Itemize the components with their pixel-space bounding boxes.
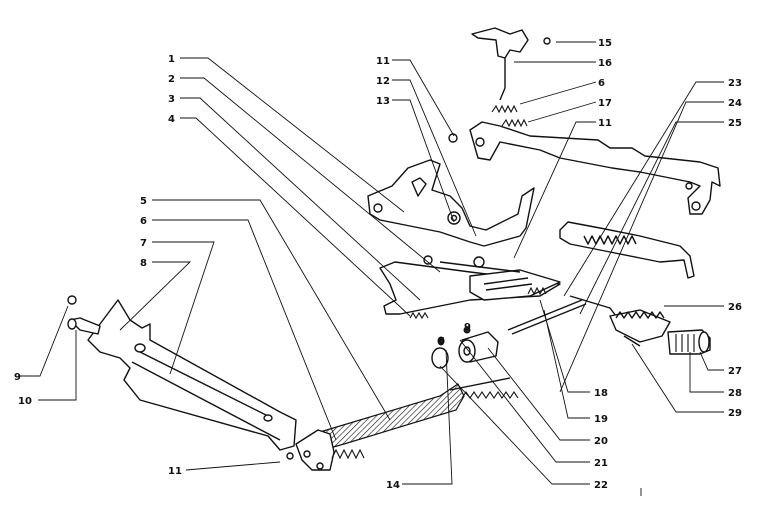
notched-rack-part: [559, 221, 695, 279]
callout-11-upper: 11: [376, 56, 390, 67]
callout-17: 17: [598, 98, 612, 109]
callout-4: 4: [168, 114, 175, 125]
callout-7: 7: [140, 238, 147, 249]
callout-25: 25: [728, 118, 742, 129]
callout-12: 12: [376, 76, 390, 87]
toothed-slider-part: [609, 309, 671, 343]
callout-28: 28: [728, 388, 742, 399]
lower-actuator-bar-part: [295, 377, 519, 471]
callout-23: 23: [728, 78, 742, 89]
callout-11-right: 11: [598, 118, 612, 129]
callout-15: 15: [598, 38, 612, 49]
callout-29: 29: [728, 408, 742, 419]
callout-18: 18: [594, 388, 608, 399]
leader-lines: [20, 41, 724, 485]
callout-26: 26: [728, 302, 742, 313]
slide-assembly-part: [379, 255, 561, 320]
callout-1: 1: [168, 54, 175, 65]
callout-6: 6: [140, 216, 147, 227]
callout-6-part: 6: [438, 336, 445, 347]
end-knob-part: [623, 329, 711, 355]
callout-2: 2: [168, 74, 175, 85]
callout-5: 5: [140, 196, 147, 207]
cylinder-part: [431, 326, 499, 369]
callout-6-top: 6: [598, 78, 605, 89]
top-bracket-part: [471, 27, 551, 101]
left-channel-frame-part: [67, 295, 297, 460]
upper-plate-part: [448, 121, 721, 215]
callout-16: 16: [598, 58, 612, 69]
callout-numbers: 1 2 3 4 5 6 7 8 9 10 11 11 12 13 14 15 1…: [14, 38, 742, 491]
callout-24: 24: [728, 98, 742, 109]
side-bracket-part: [367, 159, 535, 247]
callout-3: 3: [168, 94, 175, 105]
callout-9-part: 9: [464, 322, 471, 333]
callout-9: 9: [14, 372, 21, 383]
callout-8: 8: [140, 258, 147, 269]
callout-27: 27: [728, 366, 742, 377]
callout-19: 19: [594, 414, 608, 425]
callout-11-lower: 11: [168, 466, 182, 477]
guide-rods-part: [507, 295, 617, 335]
callout-10: 10: [18, 396, 32, 407]
callout-14: 14: [386, 480, 400, 491]
callout-22: 22: [594, 480, 608, 491]
small-spring-part: [491, 104, 528, 128]
callout-20: 20: [594, 436, 608, 447]
callout-21: 21: [594, 458, 608, 469]
callout-13: 13: [376, 96, 390, 107]
